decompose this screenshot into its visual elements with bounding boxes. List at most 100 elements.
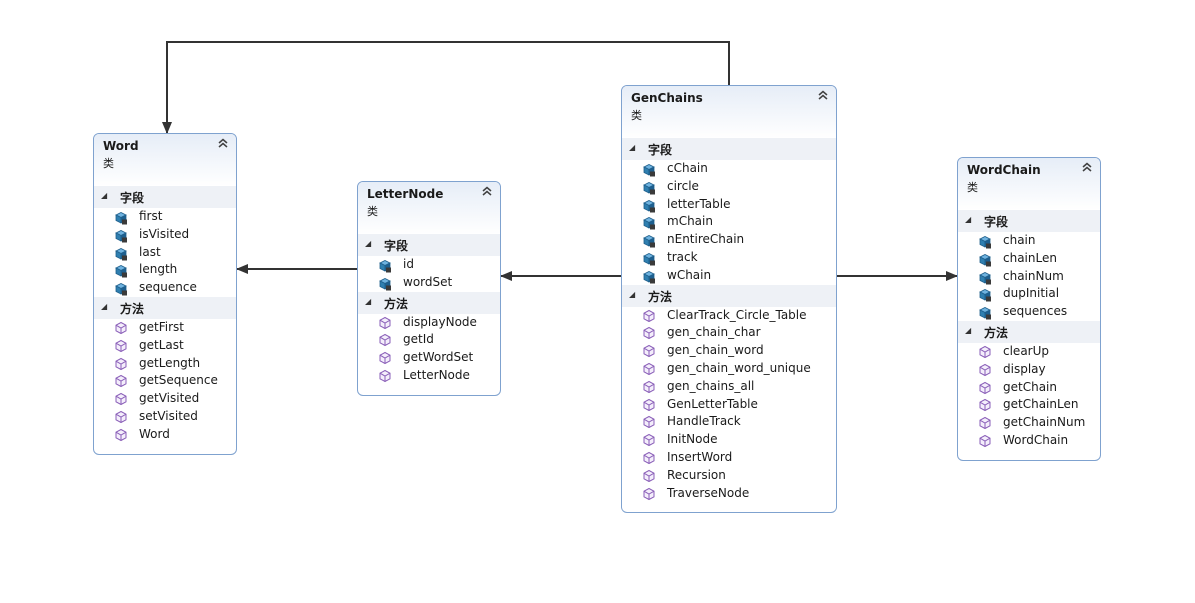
method-row[interactable]: setVisited [94, 408, 236, 426]
method-row[interactable]: Word [94, 426, 236, 444]
field-section-header[interactable]: ◢字段 [622, 138, 836, 160]
method-row[interactable]: displayNode [358, 314, 500, 332]
field-row[interactable]: chainNum [958, 268, 1100, 286]
triangle-down-icon[interactable]: ◢ [629, 289, 636, 299]
triangle-down-icon[interactable]: ◢ [365, 296, 372, 306]
class-kind: 类 [367, 205, 378, 218]
triangle-down-icon[interactable]: ◢ [101, 191, 108, 200]
field-name: track [667, 249, 698, 264]
method-row[interactable]: gen_chain_word_unique [622, 360, 836, 378]
field-name: wordSet [403, 274, 453, 289]
method-row[interactable]: ClearTrack_Circle_Table [622, 307, 836, 325]
method-row[interactable]: getLast [94, 337, 236, 355]
method-section-header[interactable]: ◢方法 [958, 320, 1100, 343]
method-name: setVisited [139, 408, 198, 423]
field-row[interactable]: dupInitial [958, 285, 1100, 303]
method-name: displayNode [403, 314, 477, 329]
method-icon [114, 409, 128, 424]
triangle-down-icon[interactable]: ◢ [365, 239, 372, 248]
method-row[interactable]: InitNode [622, 431, 836, 449]
field-icon [114, 281, 128, 296]
field-row[interactable]: track [622, 249, 836, 267]
double-chevron-up-icon[interactable] [482, 186, 492, 198]
method-row[interactable]: getWordSet [358, 349, 500, 367]
method-row[interactable]: InsertWord [622, 449, 836, 467]
method-row[interactable]: HandleTrack [622, 413, 836, 431]
method-icon [642, 308, 656, 322]
field-name: chainNum [1003, 268, 1064, 283]
method-name: WordChain [1003, 432, 1069, 447]
field-icon [642, 233, 656, 248]
method-row[interactable]: getId [358, 331, 500, 349]
method-row[interactable]: TraverseNode [622, 485, 836, 503]
triangle-down-icon[interactable]: ◢ [629, 143, 636, 152]
field-row[interactable]: last [94, 244, 236, 262]
method-name: gen_chains_all [667, 378, 755, 393]
field-icon [642, 251, 656, 266]
field-section-header[interactable]: ◢字段 [358, 234, 500, 256]
field-row[interactable]: nEntireChain [622, 231, 836, 249]
method-row[interactable]: GenLetterTable [622, 396, 836, 414]
triangle-down-icon[interactable]: ◢ [101, 301, 108, 311]
method-row[interactable]: getChainNum [958, 414, 1100, 432]
method-row[interactable]: clearUp [958, 343, 1100, 361]
method-name: gen_chain_word [667, 343, 764, 358]
field-icon [978, 234, 992, 249]
method-row[interactable]: getChainLen [958, 396, 1100, 414]
method-row[interactable]: display [958, 361, 1100, 379]
method-row[interactable]: gen_chains_all [622, 378, 836, 396]
method-icon [642, 414, 656, 429]
field-row[interactable]: chainLen [958, 250, 1100, 268]
class-header: Word 类 [94, 134, 236, 186]
class-kind: 类 [103, 157, 114, 170]
method-row[interactable]: getChain [958, 379, 1100, 397]
method-row[interactable]: Recursion [622, 467, 836, 485]
method-row[interactable]: getSequence [94, 372, 236, 390]
field-row[interactable]: chain [958, 232, 1100, 250]
field-row[interactable]: sequences [958, 303, 1100, 321]
field-name: isVisited [139, 226, 190, 241]
method-section-header[interactable]: ◢方法 [622, 284, 836, 307]
method-section-header[interactable]: ◢方法 [358, 291, 500, 314]
field-row[interactable]: wordSet [358, 274, 500, 292]
field-row[interactable]: wChain [622, 267, 836, 285]
field-row[interactable]: id [358, 256, 500, 274]
field-row[interactable]: letterTable [622, 196, 836, 214]
method-icon [378, 368, 392, 383]
method-row[interactable]: getLength [94, 355, 236, 373]
field-section-header[interactable]: ◢字段 [94, 186, 236, 208]
field-row[interactable]: sequence [94, 279, 236, 297]
field-row[interactable]: circle [622, 178, 836, 196]
double-chevron-up-icon[interactable] [218, 138, 228, 150]
double-chevron-up-icon[interactable] [818, 90, 828, 102]
field-row[interactable]: cChain [622, 160, 836, 178]
field-name: chain [1003, 233, 1036, 247]
method-row[interactable]: LetterNode [358, 367, 500, 385]
method-name: LetterNode [403, 367, 470, 382]
field-row[interactable]: mChain [622, 213, 836, 231]
method-icon [642, 486, 656, 500]
method-icon [378, 315, 392, 329]
triangle-down-icon[interactable]: ◢ [965, 325, 972, 335]
field-section-header[interactable]: ◢字段 [958, 210, 1100, 232]
field-row[interactable]: isVisited [94, 226, 236, 244]
method-row[interactable]: getFirst [94, 319, 236, 337]
triangle-down-icon[interactable]: ◢ [965, 215, 972, 224]
method-name: TraverseNode [667, 485, 750, 500]
method-section-header[interactable]: ◢方法 [94, 296, 236, 319]
field-row[interactable]: length [94, 261, 236, 279]
field-name: first [139, 209, 163, 223]
class-name: Word [103, 139, 139, 153]
method-row[interactable]: WordChain [958, 432, 1100, 450]
field-name: dupInitial [1003, 286, 1060, 301]
method-row[interactable]: gen_chain_char [622, 324, 836, 342]
double-chevron-up-icon[interactable] [1082, 162, 1092, 174]
method-row[interactable]: gen_chain_word [622, 342, 836, 360]
method-row[interactable]: getVisited [94, 390, 236, 408]
method-icon [114, 356, 128, 370]
field-row[interactable]: first [94, 208, 236, 226]
